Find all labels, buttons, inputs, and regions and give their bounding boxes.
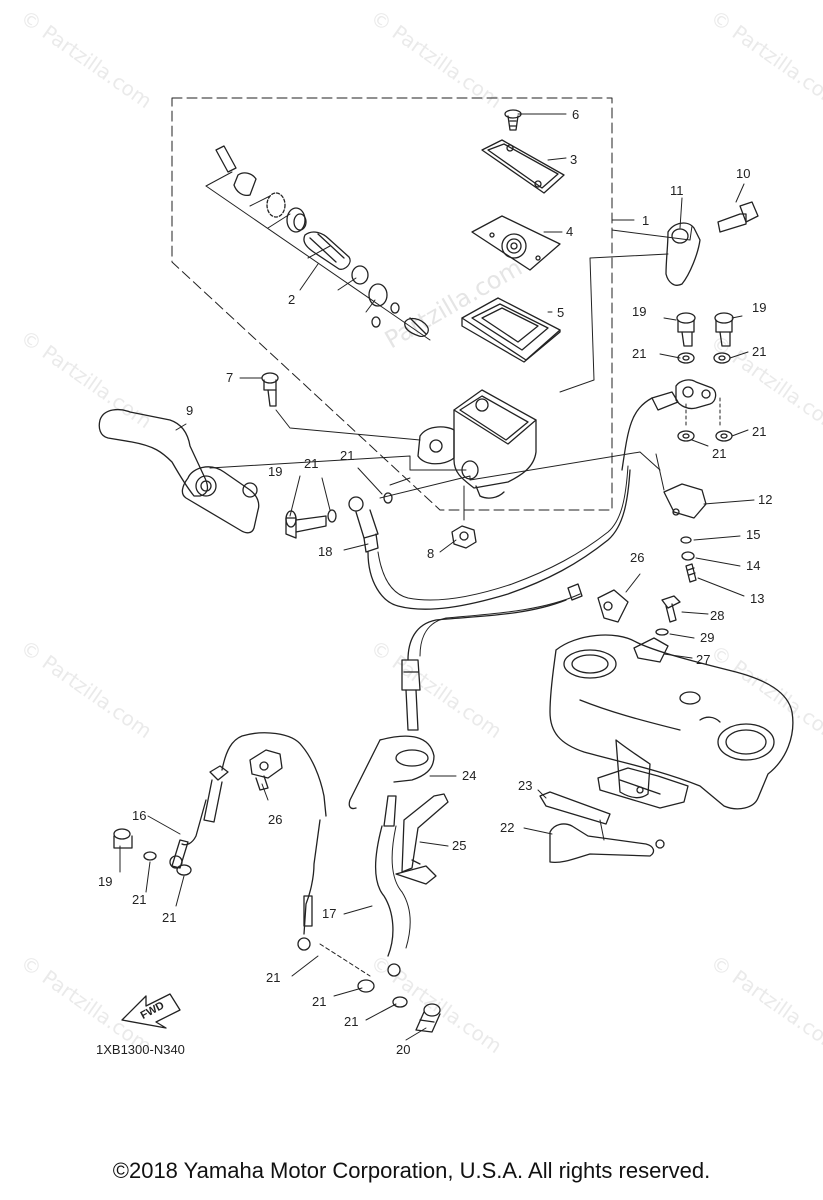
- callout-21j: 21: [312, 994, 326, 1009]
- screw-part: [504, 109, 522, 131]
- callout-4: 4: [566, 224, 573, 239]
- callout-16: 16: [132, 808, 146, 823]
- callout-25: 25: [452, 838, 466, 853]
- callout-15: 15: [746, 527, 760, 542]
- callout-21b: 21: [752, 344, 766, 359]
- callout-13: 13: [750, 591, 764, 606]
- banjo-bolt-part: [113, 828, 192, 876]
- nut-part: [451, 525, 477, 549]
- callout-2: 2: [288, 292, 295, 307]
- hose-connector-part: [597, 589, 629, 623]
- leader-lines: [119, 113, 755, 1041]
- callout-21c: 21: [752, 424, 766, 439]
- bolt-pair-part: [676, 312, 734, 442]
- hose-guide-bracket-part: [539, 791, 665, 864]
- callout-21f: 21: [340, 448, 354, 463]
- brake-hose-middle: [401, 583, 583, 731]
- callout-20: 20: [396, 1042, 410, 1057]
- reservoir-cap-part: [481, 139, 565, 194]
- callout-3: 3: [570, 152, 577, 167]
- washer-part: [680, 536, 692, 544]
- callout-21a: 21: [632, 346, 646, 361]
- washer-part: [681, 551, 695, 561]
- diaphragm-part: [461, 297, 561, 363]
- callout-21e: 21: [304, 456, 318, 471]
- washer-part: [655, 628, 669, 636]
- callout-26b: 26: [268, 812, 282, 827]
- callout-24: 24: [462, 768, 476, 783]
- callout-9: 9: [186, 403, 193, 418]
- callout-21k: 21: [344, 1014, 358, 1029]
- callout-14: 14: [746, 558, 760, 573]
- piston-kit-part: [205, 145, 431, 341]
- callout-22: 22: [500, 820, 514, 835]
- callout-23: 23: [518, 778, 532, 793]
- callout-12: 12: [758, 492, 772, 507]
- hose-clamp-part: [249, 749, 283, 791]
- hose-holder-bracket-part: [395, 793, 449, 885]
- callout-27: 27: [696, 652, 710, 667]
- callout-21g: 21: [132, 892, 146, 907]
- under-bracket-part: [549, 634, 794, 810]
- callout-29: 29: [700, 630, 714, 645]
- brake-hose-front: [348, 735, 435, 1008]
- diagram-code: 1XB1300-N340: [96, 1042, 185, 1057]
- callout-17: 17: [322, 906, 336, 921]
- callout-1: 1: [642, 213, 649, 228]
- callout-21h: 21: [162, 910, 176, 925]
- copyright-notice: ©2018 Yamaha Motor Corporation, U.S.A. A…: [112, 1158, 711, 1183]
- master-cylinder-body: [417, 389, 537, 499]
- diaphragm-plate-part: [471, 215, 561, 271]
- bolt-part: [661, 595, 681, 623]
- callout-10: 10: [736, 166, 750, 181]
- bolt-part: [685, 563, 697, 583]
- pivot-bolt-part: [261, 372, 279, 407]
- callout-26a: 26: [630, 550, 644, 565]
- callout-6: 6: [572, 107, 579, 122]
- hose-bracket-part: [663, 483, 707, 519]
- callout-19a: 19: [632, 304, 646, 319]
- callout-19d: 19: [98, 874, 112, 889]
- callout-28: 28: [710, 608, 724, 623]
- banjo-bolt-part: [415, 1003, 441, 1033]
- callout-8: 8: [427, 546, 434, 561]
- callout-19c: 19: [268, 464, 282, 479]
- callout-19b: 19: [752, 300, 766, 315]
- callout-21i: 21: [266, 970, 280, 985]
- banjo-bolt-part: [285, 509, 337, 539]
- brake-hose-upper: [348, 397, 653, 610]
- callout-18: 18: [318, 544, 332, 559]
- holder-clamp-part: [665, 201, 759, 286]
- bracket-part: [633, 637, 669, 663]
- brake-hose-left: [169, 732, 327, 951]
- callout-11: 11: [670, 183, 684, 198]
- fork-bracket-part: [597, 767, 689, 809]
- assembly-dashed-boundary: [171, 97, 613, 511]
- callout-5: 5: [557, 305, 564, 320]
- forward-arrow-icon: FWD: [121, 993, 181, 1029]
- callout-labels: 1 2 3 4 5 6 7 8 9 10 11 12 13 14 15 16 1…: [98, 107, 772, 1057]
- hose-joint-part: [651, 379, 721, 429]
- callout-21d: 21: [712, 446, 726, 461]
- callout-7: 7: [226, 370, 233, 385]
